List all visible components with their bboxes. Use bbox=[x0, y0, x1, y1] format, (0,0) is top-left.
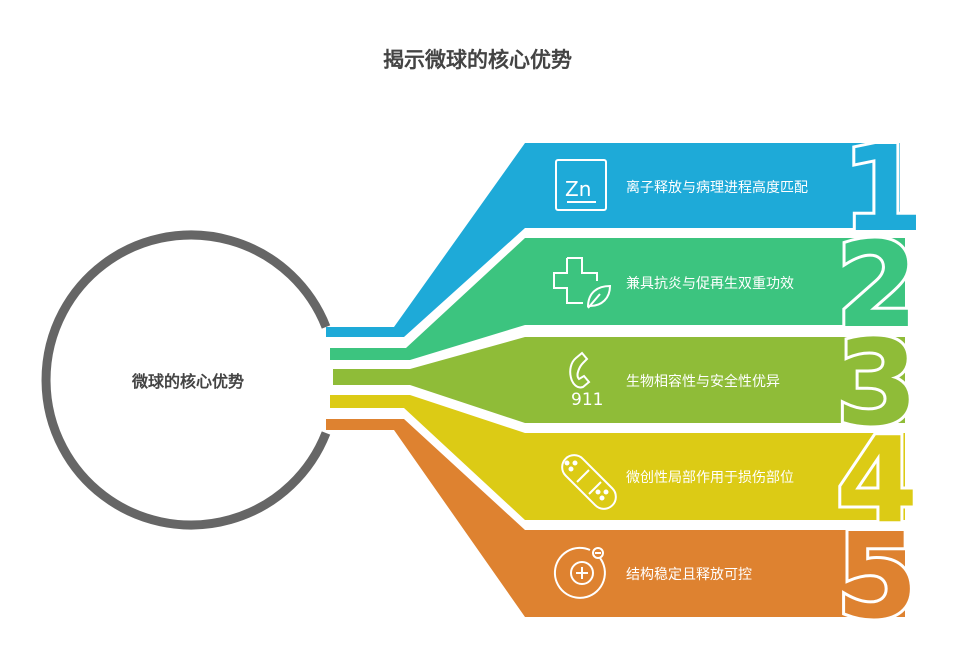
number-4: 4 bbox=[836, 411, 918, 549]
ion-charge-icon bbox=[553, 546, 606, 599]
center-circle bbox=[41, 230, 331, 530]
item-label-4: 微创性局部作用于损伤部位 bbox=[626, 470, 794, 486]
number-5: 5 bbox=[836, 507, 918, 645]
item-label-1: 离子释放与病理进程高度匹配 bbox=[626, 180, 808, 196]
band-4 bbox=[330, 395, 905, 520]
bandage-icon bbox=[561, 454, 617, 510]
band-5 bbox=[326, 419, 905, 617]
item-label-2: 兼具抗炎与促再生双重功效 bbox=[626, 276, 794, 292]
band-3 bbox=[333, 337, 905, 423]
band-2 bbox=[330, 238, 905, 360]
band-1 bbox=[326, 143, 900, 337]
number-1: 1 bbox=[842, 120, 924, 258]
zinc-element-icon: Zn bbox=[555, 159, 607, 211]
number-3: 3 bbox=[836, 314, 918, 452]
svg-text:911: 911 bbox=[571, 390, 603, 410]
center-label: 微球的核心优势 bbox=[131, 372, 244, 391]
svg-text:Zn: Zn bbox=[565, 177, 591, 201]
number-2: 2 bbox=[836, 216, 918, 354]
emergency-phone-icon: 911 bbox=[569, 351, 603, 410]
medical-cross-leaf-icon bbox=[553, 257, 612, 309]
page-title: 揭示微球的核心优势 bbox=[383, 48, 572, 72]
item-label-5: 结构稳定且释放可控 bbox=[626, 567, 752, 583]
item-label-3: 生物相容性与安全性优异 bbox=[626, 374, 780, 390]
